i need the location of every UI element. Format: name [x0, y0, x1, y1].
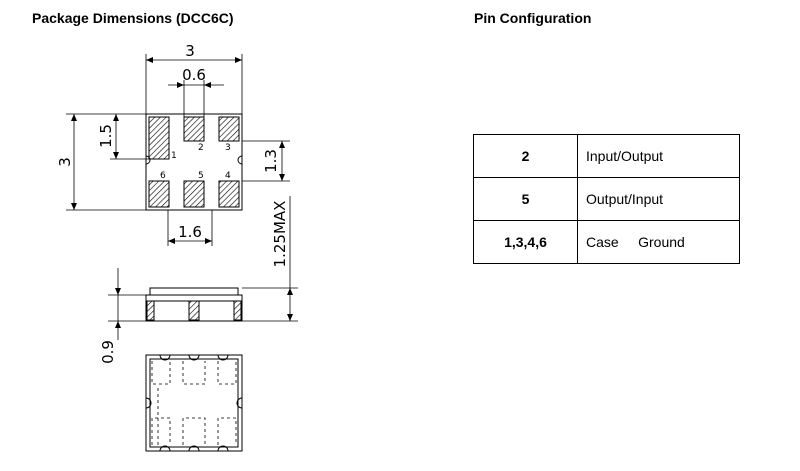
table-row: 1,3,4,6 Case Ground: [473, 220, 740, 264]
pin-number-5: 5: [198, 171, 204, 181]
dim-pad-pitch: 1.6: [178, 223, 202, 241]
pad-1: [148, 116, 170, 160]
pin-number-3: 3: [225, 143, 231, 153]
pad-4: [218, 180, 240, 208]
package-dimensions-heading: Package Dimensions (DCC6C): [32, 10, 234, 26]
dimension-lines: [66, 54, 298, 340]
dim-width: 3: [185, 42, 195, 60]
pin-cell: 2: [473, 134, 578, 178]
top-view: [145, 113, 243, 211]
table-row: 5 Output/Input: [473, 177, 740, 221]
bottom-view: [145, 354, 243, 452]
arrowheads: [71, 57, 293, 328]
function-cell: Input/Output: [577, 134, 740, 178]
dim-pad-gap: 0.6: [182, 66, 206, 84]
dim-thickness: 0.9: [99, 340, 117, 364]
package-outline: [145, 113, 243, 211]
pin-cell: 5: [473, 177, 578, 221]
pin-cell: 1,3,4,6: [473, 220, 578, 264]
pin-number-1: 1: [171, 151, 177, 161]
dim-pad-length: 1.5: [97, 124, 115, 148]
dim-max-height: 1.25MAX: [271, 201, 289, 268]
pad-2: [183, 116, 205, 142]
pin-number-2: 2: [198, 143, 204, 153]
pin-number-4: 4: [225, 171, 231, 181]
dim-height: 3: [56, 157, 74, 167]
dim-pad-offset: 1.3: [262, 149, 280, 173]
pad-6: [148, 180, 170, 208]
bottom-view-hidden-pads: [151, 361, 237, 445]
pad-5: [183, 180, 205, 208]
function-cell: Case Ground: [577, 220, 740, 264]
top-view-pads: [148, 116, 240, 208]
pin-configuration-table: 2 Input/Output 5 Output/Input 1,3,4,6 Ca…: [473, 134, 740, 264]
pin-configuration-heading: Pin Configuration: [474, 10, 592, 26]
pad-3: [218, 116, 240, 142]
side-view-terminals: [146, 300, 242, 321]
pin-number-6: 6: [160, 171, 166, 181]
function-cell: Output/Input: [577, 177, 740, 221]
table-row: 2 Input/Output: [473, 134, 740, 178]
